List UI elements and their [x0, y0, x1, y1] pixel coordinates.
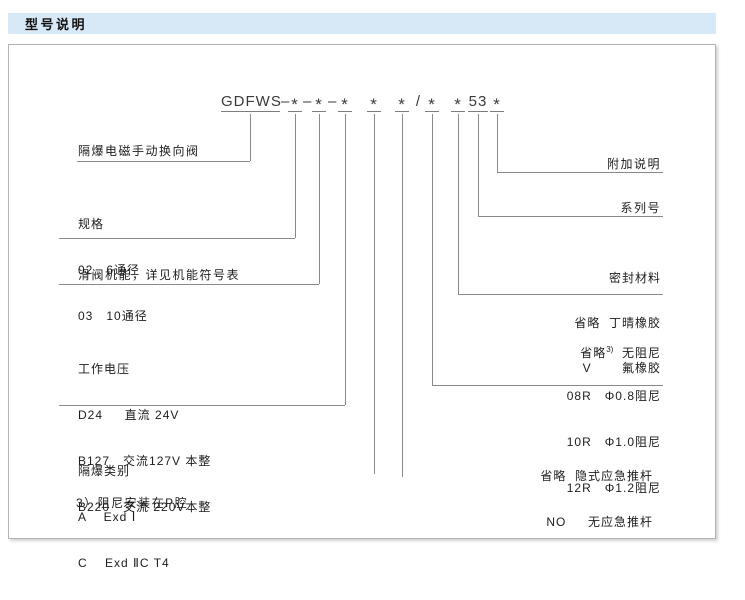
connector-vline-exd: [374, 114, 375, 474]
exd-group: 隔爆类别 A Exd Ⅰ C Exd ⅡC T4: [78, 434, 170, 600]
model-segment-prefix: GDFWS: [221, 93, 282, 112]
damping-row-default: 省略3) 无阻尼: [580, 345, 661, 360]
model-segment-star-1: *: [288, 94, 302, 113]
connector-hline-voltage: [59, 405, 345, 406]
voltage-row: B127 交流127V 本整: [78, 454, 212, 468]
model-segment-star-6: *: [425, 94, 439, 113]
spec-row: 02 6通径: [78, 263, 141, 277]
pushrod-row: 省略 隐式应急推杆: [540, 469, 653, 483]
exd-row: C Exd ⅡC T4: [78, 556, 170, 570]
connector-hline-spec: [59, 238, 295, 239]
seal-title: 密封材料: [608, 271, 661, 285]
model-separator-dash: –: [303, 93, 313, 110]
connector-hline-spool: [59, 284, 319, 285]
label-addendum: 附加说明: [606, 157, 661, 171]
model-segment-star-2: *: [312, 94, 326, 113]
connector-vline-damping: [432, 114, 433, 385]
model-separator-dash: –: [328, 93, 338, 110]
label-valve-type: 隔爆电磁手动换向阀: [78, 144, 200, 158]
connector-vline-seal: [458, 114, 459, 294]
model-segment-star-5: *: [395, 94, 409, 113]
seal-row: V 氟橡胶: [582, 361, 661, 375]
connector-vline-pushrod: [402, 114, 403, 477]
model-segment-series-53: 53: [468, 93, 488, 112]
model-segment-star-7: *: [451, 94, 465, 113]
seal-group: 密封材料 省略 丁晴橡胶 V 氟橡胶: [574, 242, 661, 405]
connector-hline-seal: [458, 294, 663, 295]
model-separator-dash: –: [281, 93, 291, 110]
spec-row: 03 10通径: [78, 309, 148, 323]
voltage-group: 工作电压 D24 直流 24V B127 交流127V 本整 B220 交流 2…: [78, 332, 211, 544]
model-segment-star-8: *: [490, 94, 504, 113]
voltage-row: D24 直流 24V: [78, 408, 180, 422]
connector-vline-spec: [295, 114, 296, 238]
connector-hline-series: [478, 216, 663, 217]
model-separator-slash: /: [415, 93, 422, 110]
connector-vline-addendum: [497, 114, 498, 172]
seal-row: 省略 丁晴橡胶: [574, 316, 661, 330]
damping-row: 10R Φ1.0阻尼: [566, 435, 661, 449]
label-series: 系列号: [620, 201, 661, 215]
exd-title: 隔爆类别: [78, 464, 131, 478]
damping-group: 省略3) 无阻尼 08R Φ0.8阻尼 10R Φ1.0阻尼 12R Φ1.2阻…: [567, 313, 661, 525]
content-panel: GDFWS – * – * – * * * / * * 53 * 隔爆电磁手动换…: [8, 44, 716, 570]
connector-vline-valve: [250, 114, 251, 161]
connector-hline-addendum: [497, 172, 663, 173]
model-segment-star-4: *: [367, 94, 381, 113]
connector-vline-series: [478, 114, 479, 216]
connector-vline-spool: [319, 114, 320, 284]
pushrod-row: NO 无应急推杆: [546, 515, 653, 529]
exd-row: A Exd Ⅰ: [78, 510, 137, 524]
label-spool-function: 滑阀机能，详见机能符号表: [78, 268, 241, 282]
spec-group: 规格 02 6通径 03 10通径: [78, 187, 148, 353]
header-bar: 型号说明: [8, 13, 716, 34]
footnote: 3）阻尼安装在P腔: [76, 496, 189, 510]
connector-vline-voltage: [345, 114, 346, 405]
connector-hline-valve: [77, 161, 250, 162]
page-title: 型号说明: [25, 17, 88, 32]
spec-title: 规格: [78, 217, 105, 231]
footnote-marker: 3): [606, 345, 614, 354]
damping-row: 08R Φ0.8阻尼: [566, 389, 661, 403]
connector-hline-damping: [432, 385, 663, 386]
voltage-row: B220 交流 220V本整: [78, 500, 212, 514]
damping-row: 12R Φ1.2阻尼: [566, 481, 661, 495]
model-segment-star-3: *: [338, 94, 352, 113]
voltage-title: 工作电压: [78, 362, 131, 376]
pushrod-group: 省略 隐式应急推杆 NO 无应急推杆: [540, 439, 653, 559]
